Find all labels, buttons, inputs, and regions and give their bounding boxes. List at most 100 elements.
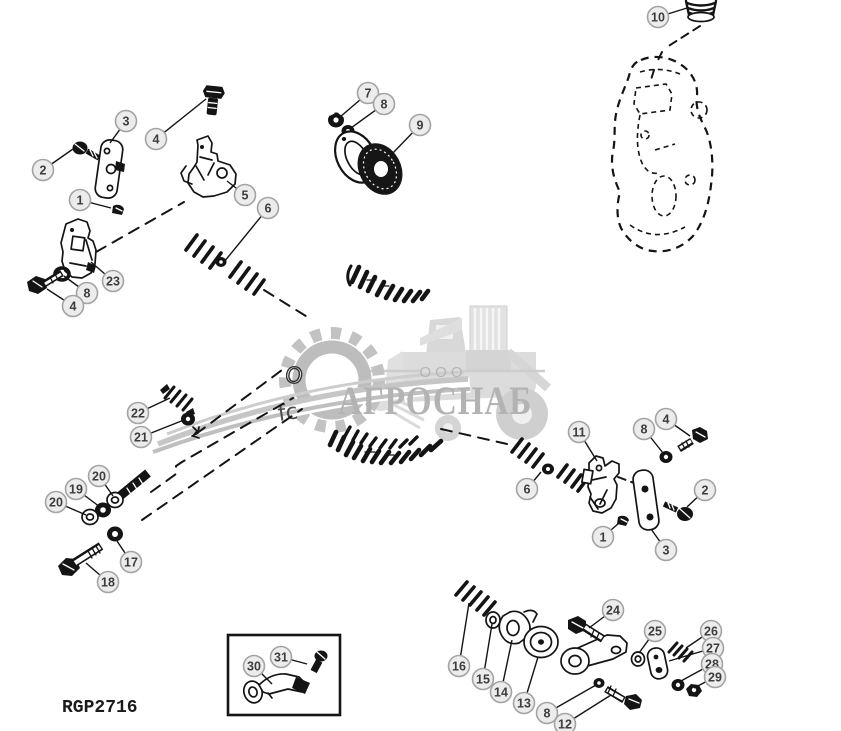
part-bolt-4-lower-left	[27, 270, 64, 294]
callout-11: 11	[567, 420, 598, 462]
svg-text:20: 20	[49, 496, 63, 510]
svg-text:26: 26	[704, 625, 718, 639]
part-nut-17	[107, 526, 123, 542]
callout-22: 22	[126, 397, 171, 425]
callout-20: 20	[44, 490, 87, 516]
callout-1: 1	[68, 188, 112, 212]
alignment-dashed-lines	[95, 201, 635, 521]
svg-text:10: 10	[651, 11, 665, 25]
part-washer-20-upper	[106, 491, 124, 509]
svg-text:1: 1	[600, 531, 607, 545]
callout-8: 8	[63, 275, 99, 305]
part-plug-10	[684, 0, 718, 23]
part-link-3-left	[94, 139, 125, 199]
svg-text:2: 2	[40, 164, 47, 178]
svg-text:11: 11	[572, 426, 585, 440]
callout-6: 6	[515, 471, 542, 501]
part-clip-1-right	[617, 515, 629, 526]
callout-27: 27	[668, 636, 725, 662]
callout-14: 14	[489, 639, 513, 704]
svg-text:13: 13	[517, 697, 531, 711]
part-nut-29	[686, 684, 702, 697]
callout-1: 1	[591, 522, 620, 549]
part-washer-8-bottom	[593, 678, 605, 688]
timing-cover-housing-phantom	[610, 55, 714, 253]
part-plate-27	[646, 647, 669, 680]
callout-4: 4	[654, 407, 691, 437]
part-washer-8-right	[659, 451, 673, 463]
svg-text:20: 20	[92, 470, 106, 484]
callout-23: 23	[90, 261, 125, 293]
svg-text:23: 23	[106, 275, 120, 289]
callout-3: 3	[109, 109, 138, 144]
part-spring-assembly-6-upper	[184, 233, 266, 296]
svg-text:15: 15	[476, 673, 490, 687]
svg-text:12: 12	[558, 718, 572, 731]
shaft-fragment-lower	[327, 425, 444, 466]
svg-text:29: 29	[708, 671, 722, 685]
svg-text:16: 16	[452, 660, 466, 674]
combine-harvester-silhouette	[365, 305, 552, 441]
callout-3: 3	[650, 528, 678, 562]
shaft-fragment-upper	[346, 264, 431, 304]
callout-6: 6	[223, 196, 280, 263]
part-spring-26	[667, 641, 694, 663]
svg-text:1: 1	[77, 194, 84, 208]
callout-13: 13	[512, 656, 539, 715]
callout-31: 31	[269, 645, 308, 669]
svg-text:9: 9	[417, 119, 424, 133]
part-screw-2-left	[72, 141, 101, 161]
part-nut-21	[181, 412, 200, 439]
svg-text:2: 2	[702, 484, 709, 498]
drawing-number: RGP2716	[62, 698, 138, 718]
part-lever-30	[242, 673, 310, 704]
callout-19: 19	[64, 477, 101, 508]
part-spring-assembly-6-right	[510, 437, 589, 493]
svg-text:8: 8	[381, 98, 388, 112]
plug-alignment-dashes	[649, 25, 701, 84]
svg-text:25: 25	[648, 625, 662, 639]
stray-o-fragment: О	[283, 362, 305, 390]
callout-8: 8	[632, 417, 664, 454]
part-spring-16	[454, 580, 497, 617]
callout-4: 4	[46, 288, 85, 318]
svg-text:19: 19	[69, 483, 83, 497]
part-screw-2-right	[662, 501, 693, 521]
svg-text:30: 30	[247, 660, 261, 674]
svg-text:6: 6	[524, 483, 531, 497]
callout-30: 30	[242, 654, 273, 685]
part-plate-9	[357, 143, 403, 195]
callout-10: 10	[646, 5, 688, 29]
svg-text:6: 6	[265, 202, 272, 216]
part-bolt-31	[310, 650, 328, 674]
svg-text:31: 31	[274, 651, 288, 665]
callout-4: 4	[144, 98, 207, 151]
callout-7: 7	[339, 81, 380, 118]
callout-5: 5	[226, 180, 257, 207]
part-bolt-24	[568, 616, 606, 643]
stray-fc-fragment: fc	[276, 399, 299, 427]
svg-text:8: 8	[641, 423, 648, 437]
part-washer-15	[485, 611, 501, 629]
callout-17: 17	[116, 540, 143, 574]
callout-18: 18	[85, 562, 120, 594]
threaded-rod-fragment	[117, 469, 151, 500]
part-washer-25	[630, 651, 646, 667]
svg-text:3: 3	[123, 115, 130, 129]
callout-20: 20	[87, 464, 114, 497]
callout-29: 29	[693, 665, 727, 689]
callout-12: 12	[553, 694, 612, 731]
callout-16: 16	[447, 602, 471, 678]
callout-8: 8	[350, 92, 396, 129]
part-bracket-11	[580, 455, 620, 514]
svg-text:22: 22	[131, 407, 145, 421]
part-arm-assembly	[560, 634, 628, 675]
part-bolt-4-top	[202, 85, 225, 116]
svg-text:4: 4	[663, 413, 670, 427]
svg-text:21: 21	[134, 431, 148, 445]
part-washer-20-lower	[81, 508, 99, 526]
svg-text:8: 8	[544, 707, 551, 721]
svg-text:4: 4	[153, 133, 160, 147]
part-nut-28	[671, 679, 685, 691]
part-cup-14	[498, 609, 538, 645]
